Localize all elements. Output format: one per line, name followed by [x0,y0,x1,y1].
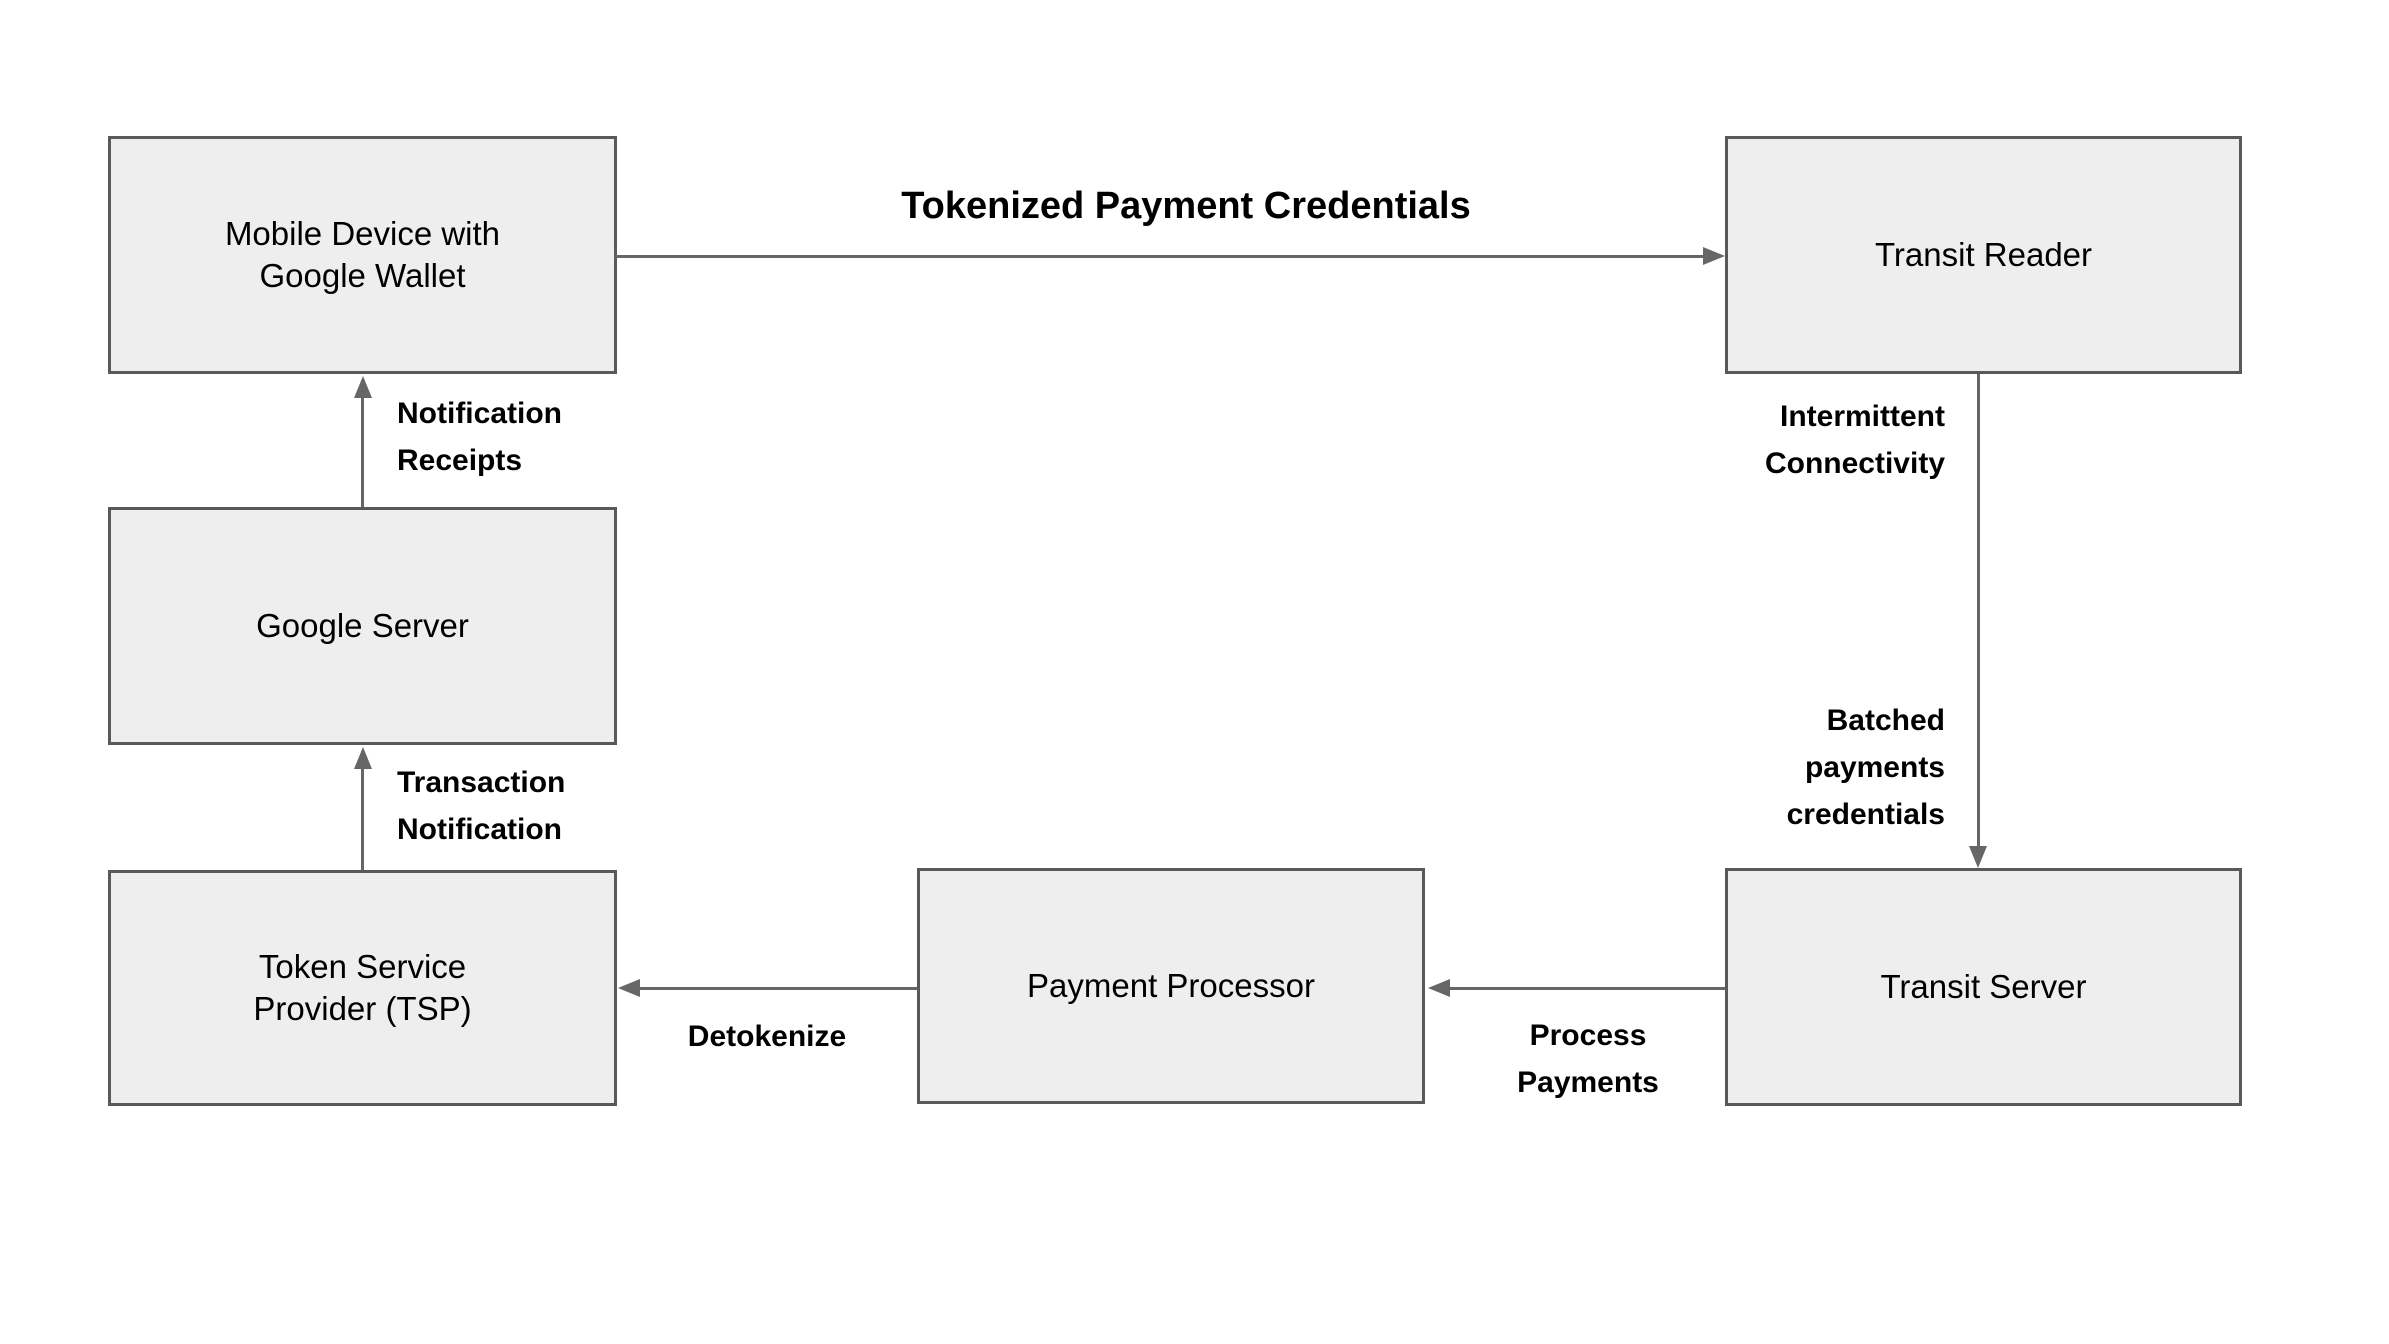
edge-reader-to-server-line [1977,374,1980,850]
node-tsp-label: Token Service Provider (TSP) [253,947,472,1027]
node-transit-reader: Transit Reader [1725,136,2242,374]
edge-notification-receipts-arrowhead-up [354,376,372,398]
node-transit-reader-label: Transit Reader [1874,235,2093,273]
edge-intermittent-connectivity-label: Intermittent Connectivity [1764,400,1945,480]
node-google-server: Google Server [108,507,617,745]
edge-notification-receipts-line [361,380,364,507]
node-payment-processor: Payment Processor [917,868,1425,1104]
edge-tokenized-label: Tokenized Payment Credentials [901,185,1471,227]
edge-notification-receipts-label: Notification Receipts [397,397,562,477]
node-tsp: Token Service Provider (TSP) [108,870,617,1106]
edge-batched-payments-credentials-label: Batched payments credentials [1786,704,1945,831]
edge-tokenized-arrowhead-right [1703,247,1725,265]
node-mobile-device: Mobile Device with Google Wallet [108,136,617,374]
edge-detokenize-line [636,987,917,990]
edge-transaction-notification-line [361,751,364,870]
node-google-server-label: Google Server [256,606,469,644]
edge-process-payments-arrowhead-left [1428,979,1450,997]
edge-transaction-notification-label: Transaction Notification [397,766,566,846]
node-payment-processor-label: Payment Processor [1027,966,1315,1004]
edge-process-payments-line [1445,987,1725,990]
node-mobile-device-label: Mobile Device with Google Wallet [224,214,501,294]
edge-detokenize-label: Detokenize [687,1020,847,1053]
edge-process-payments-label: Process Payments [1517,1019,1659,1099]
edge-transaction-notification-arrowhead-up [354,747,372,769]
edge-detokenize-arrowhead-left [618,979,640,997]
edge-reader-to-server-arrowhead-down [1969,846,1987,868]
node-transit-server: Transit Server [1725,868,2242,1106]
node-transit-server-label: Transit Server [1880,967,2087,1005]
edge-tokenized-line [615,255,1708,258]
